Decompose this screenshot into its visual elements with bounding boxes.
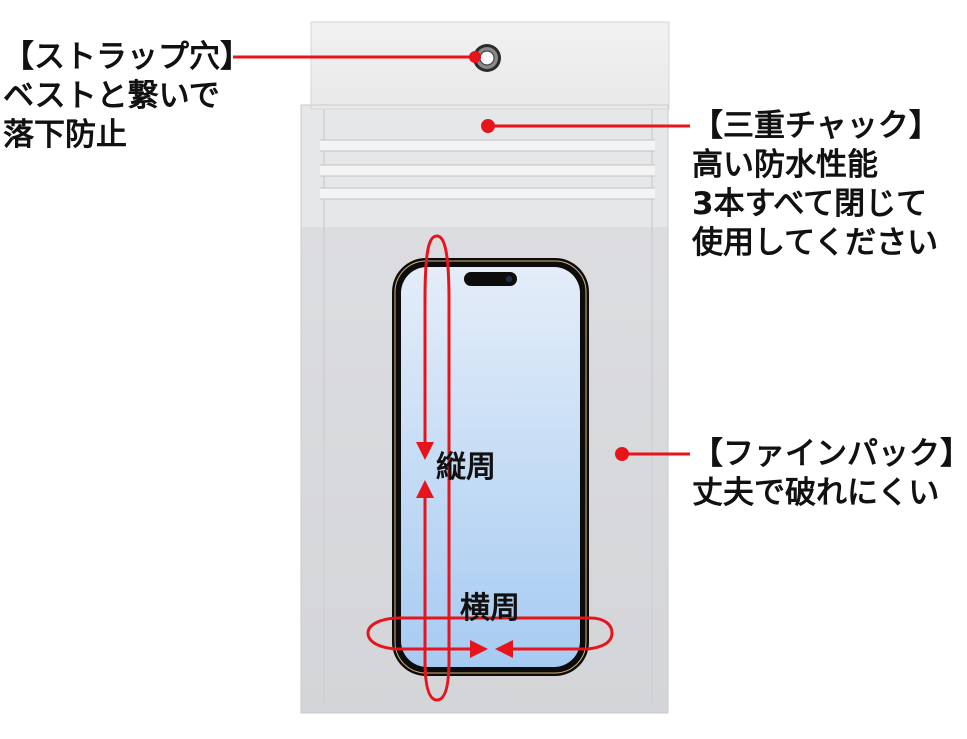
callout-fine-pack-title: 【ファインパック】	[692, 436, 967, 472]
callout-fine-pack-line-1: 丈夫で破れにくい	[692, 475, 940, 511]
callout-triple-zipper-line-3: 使用してください	[692, 225, 939, 261]
horizontal-circumference-label: 横周	[460, 591, 520, 626]
callout-strap-hole-title: 【ストラップ穴】	[3, 39, 251, 75]
callout-triple-zipper-line-2: 3本すべて閉じて	[692, 186, 928, 222]
callout-triple-zipper: 【三重チャック】 高い防水性能 3本すべて閉じて 使用してください	[692, 107, 940, 263]
phone-illustration	[392, 258, 589, 676]
callout-zipper-leader	[481, 119, 690, 133]
callout-strap-hole: 【ストラップ穴】 ベストと繋いで 落下防止	[3, 38, 251, 155]
vertical-circumference-loop	[416, 234, 451, 702]
dynamic-island	[464, 272, 517, 286]
triple-zipper-tracks	[320, 139, 655, 200]
horizontal-circumference-loop	[366, 616, 614, 658]
callout-fine-pack: 【ファインパック】 丈夫で破れにくい	[692, 435, 967, 513]
callout-strap-hole-line-2: 落下防止	[3, 117, 127, 153]
callout-strap-hole-leader	[233, 51, 481, 63]
phone-screen	[401, 267, 580, 667]
vertical-circumference-label: 縦周	[436, 450, 496, 485]
callout-triple-zipper-title: 【三重チャック】	[692, 108, 940, 144]
grommet-icon	[473, 44, 501, 72]
callout-strap-hole-line-1: ベストと繋いで	[3, 78, 220, 114]
callout-triple-zipper-line-1: 高い防水性能	[692, 147, 878, 183]
callout-fine-pack-leader	[615, 447, 690, 461]
